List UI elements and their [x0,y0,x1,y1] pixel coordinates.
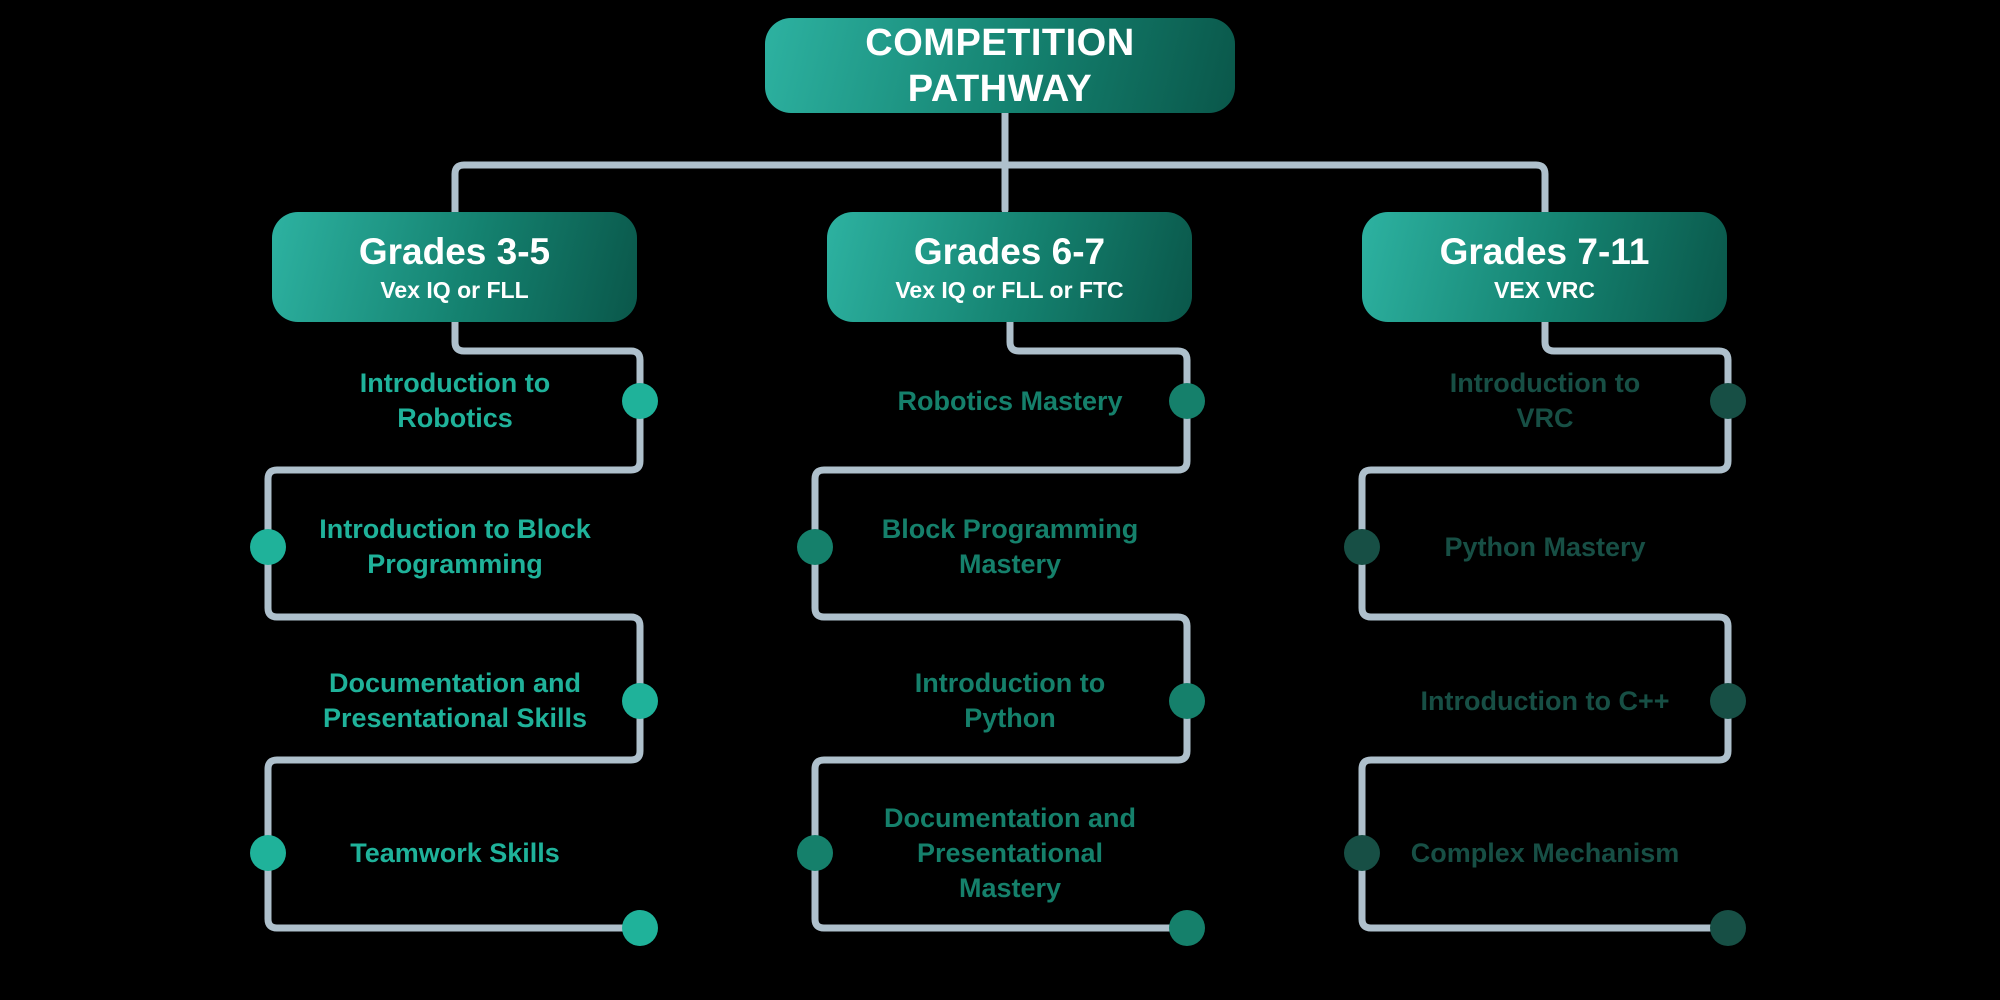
step-dot [797,529,833,565]
step-label: Introduction to Robotics [359,368,551,433]
step-label: Documentation and Presentational Mastery [883,802,1136,903]
step-label: Python Mastery [1444,531,1646,562]
step-dot [250,835,286,871]
step-dot [1710,683,1746,719]
column-3-serpentine-connector [1358,318,1732,932]
column-2-serpentine-connector [811,318,1191,932]
page-title: COMPETITION PATHWAY [865,21,1135,110]
step-dot [622,683,658,719]
step-dot [1169,683,1205,719]
step-label: Documentation and Presentational Skills [322,668,588,733]
title-node: COMPETITION PATHWAY [765,18,1235,113]
step-dot [1344,835,1380,871]
step-label: Introduction to C++ [1420,685,1670,716]
column-header-grades-3-5: Grades 3-5 Vex IQ or FLL [272,212,637,322]
column-1-serpentine-connector [264,318,644,932]
step-label: Teamwork Skills [350,837,560,868]
step-label: Robotics Mastery [897,385,1123,416]
column-subtitle: VEX VRC [1494,276,1595,303]
path-end-dot [622,910,658,946]
step-dot [622,383,658,419]
step-label: Introduction to Python [914,668,1106,733]
step-dot [1344,529,1380,565]
column-header-grades-7-11: Grades 7-11 VEX VRC [1362,212,1727,322]
step-label: Introduction to VRC [1449,368,1641,433]
path-end-dot [1710,910,1746,946]
column-title: Grades 7-11 [1439,230,1650,272]
column-subtitle: Vex IQ or FLL [380,276,529,303]
step-label: Introduction to Block Programming [319,514,591,579]
step-label: Complex Mechanism [1410,837,1680,868]
step-dot [1169,383,1205,419]
path-end-dot [1169,910,1205,946]
column-title: Grades 3-5 [358,230,551,272]
step-dot [1710,383,1746,419]
column-header-grades-6-7: Grades 6-7 Vex IQ or FLL or FTC [827,212,1192,322]
column-subtitle: Vex IQ or FLL or FTC [895,276,1124,303]
step-dot [250,529,286,565]
step-label: Block Programming Mastery [881,514,1139,579]
tree-connector [451,108,1549,216]
step-dot [797,835,833,871]
column-title: Grades 6-7 [913,230,1106,272]
